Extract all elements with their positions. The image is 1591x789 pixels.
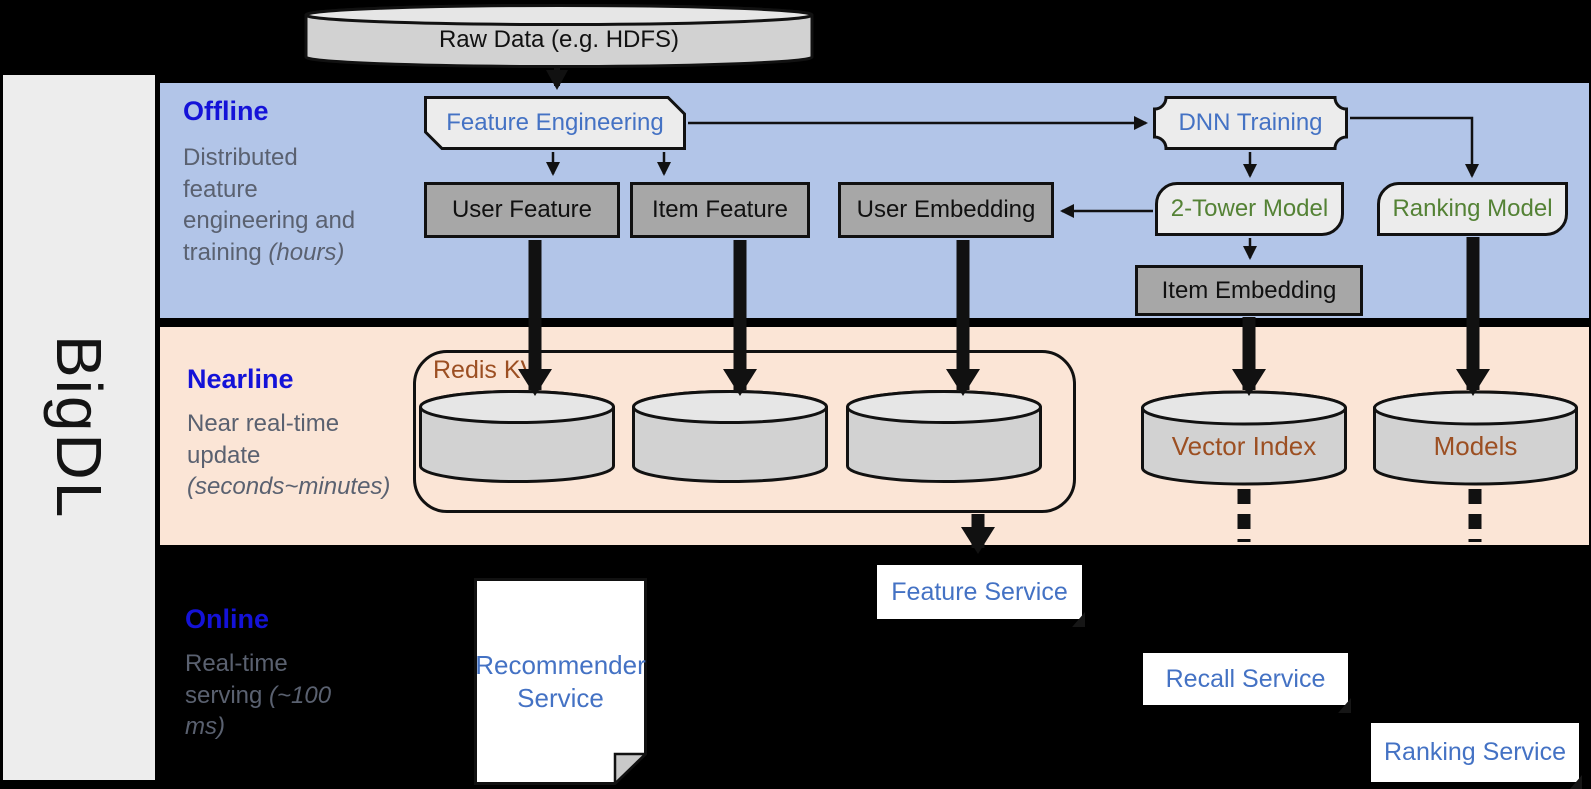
feature-service-fold-icon: [1072, 612, 1085, 627]
ranking-service-fold-icon: [1569, 775, 1582, 789]
vector-index-cylinder: Vector Index: [1140, 388, 1348, 488]
nearline-description-text: Near real-time update: [187, 410, 340, 469]
models-cylinder: Models: [1372, 388, 1579, 488]
bigdl-logo: BigDL: [43, 335, 115, 520]
raw-data-cylinder-shape: [304, 4, 814, 68]
feature-service-node: Feature Service: [877, 565, 1085, 627]
recall-service-fold-icon: [1338, 698, 1351, 713]
feature-engineering-shape: [424, 96, 686, 150]
nearline-description-italic: (seconds~minutes): [187, 473, 391, 501]
recall-service-label: Recall Service: [1165, 664, 1326, 693]
bigdl-sidebar: BigDL: [3, 75, 155, 780]
dnn-training-node: DNN Training: [1153, 96, 1348, 150]
offline-description-text: Distributed feature engineering and trai…: [183, 144, 356, 267]
redis-cylinder-3: [845, 388, 1043, 485]
item-embedding-node: Item Embedding: [1135, 265, 1363, 316]
user-feature-label: User Feature: [451, 196, 593, 223]
redis-cylinder-2-shape: [632, 390, 828, 483]
offline-title: Offline: [183, 96, 269, 126]
two-tower-model-node: 2-Tower Model: [1155, 182, 1344, 236]
dnn-training-shape: [1153, 96, 1348, 150]
item-feature-label: Item Feature: [651, 196, 789, 223]
ranking-service-node: Ranking Service: [1371, 723, 1582, 789]
feature-service-label: Feature Service: [891, 577, 1068, 606]
nearline-title: Nearline: [187, 364, 294, 394]
online-title: Online: [185, 604, 270, 634]
user-embedding-node: User Embedding: [838, 182, 1054, 238]
vector-index-shape: [1141, 390, 1347, 486]
nearline-description: Near real-time update (seconds~minutes): [187, 408, 399, 503]
models-shape: [1373, 390, 1578, 486]
offline-description-italic: (hours): [268, 239, 345, 267]
item-embedding-label: Item Embedding: [1161, 276, 1337, 304]
online-description: Real-time serving (~100 ms): [185, 648, 351, 743]
two-tower-model-shape: [1155, 182, 1344, 236]
redis-cylinder-1: [418, 388, 616, 485]
redis-cylinder-3-shape: [846, 390, 1042, 483]
offline-description: Distributed feature engineering and trai…: [183, 142, 379, 269]
ranking-model-node: Ranking Model: [1377, 182, 1568, 236]
redis-cylinder-2: [631, 388, 829, 485]
online-description-italic: (~100 ms): [185, 681, 332, 741]
feature-engineering-node: Feature Engineering: [424, 96, 686, 150]
raw-data-cylinder: Raw Data (e.g. HDFS): [303, 3, 815, 69]
user-embedding-label: User Embedding: [856, 196, 1036, 223]
redis-cylinder-1-shape: [419, 390, 615, 483]
ranking-service-label: Ranking Service: [1383, 738, 1567, 766]
online-description-text: Real-time serving: [185, 650, 288, 709]
recommender-service-shape: [474, 578, 647, 785]
recall-service-node: Recall Service: [1143, 653, 1351, 713]
recommender-service-node: Recommender Service: [474, 578, 647, 785]
ranking-model-shape: [1377, 182, 1568, 236]
redis-kv-label: Redis KV: [433, 356, 538, 384]
user-feature-node: User Feature: [424, 182, 620, 238]
item-feature-node: Item Feature: [630, 182, 810, 238]
